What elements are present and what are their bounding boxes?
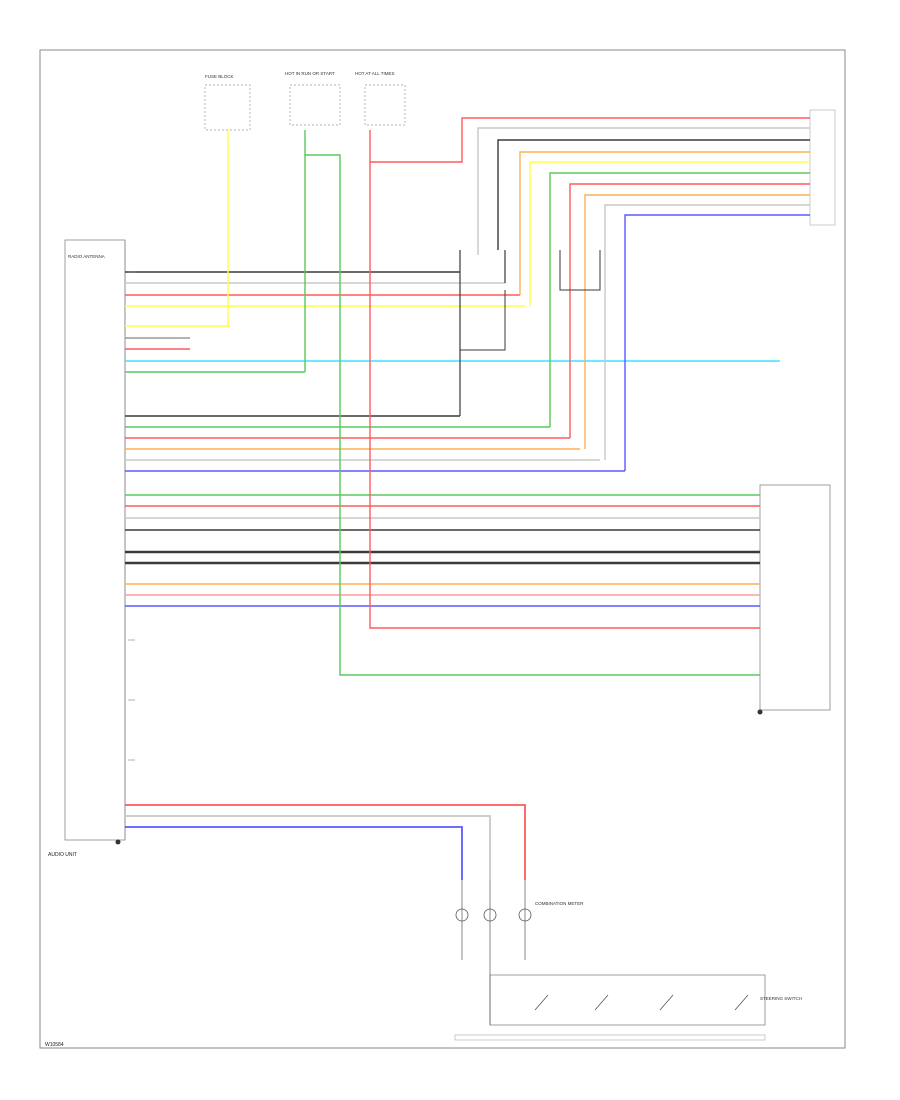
- combination-meter-label: COMBINATION METER: [535, 901, 584, 906]
- ground-icon: [115, 839, 121, 845]
- fuse-block-mid: [289, 84, 341, 126]
- fuse-label-3: HOT AT ALL TIMES: [355, 71, 395, 76]
- switch-terminal-2: [483, 908, 497, 922]
- steering-switch-box: [489, 974, 766, 1026]
- top-right-wires: [370, 117, 810, 471]
- upper-wire-bundle: [125, 271, 780, 373]
- middle-wire-bundle: [125, 415, 625, 472]
- top-right-connector: [809, 109, 836, 226]
- footer-code: W10584: [45, 1042, 64, 1048]
- switch-terminal-1: [455, 908, 469, 922]
- green-long-wire: [304, 130, 760, 676]
- audio-unit-box: [64, 239, 126, 841]
- radio-antenna-label: RADIO ANTENNA: [68, 254, 105, 259]
- audio-unit-label: AUDIO UNIT: [48, 852, 77, 858]
- fuse-label-2: HOT IN RUN OR START: [285, 71, 335, 76]
- steering-switch-wires: [125, 804, 526, 880]
- lower-wire-bundle: [125, 494, 760, 607]
- fuse-block-left: [204, 84, 251, 131]
- fuse-label-1: FUSE BLOCK: [205, 74, 234, 79]
- diagram-frame: [39, 49, 846, 1049]
- right-module-box: [759, 484, 831, 711]
- switch-terminal-3: [518, 908, 532, 922]
- switch-contacts: [534, 994, 749, 1011]
- pin-ticks: [128, 271, 135, 761]
- steering-switch-label: STEERING SWITCH: [760, 996, 802, 1001]
- fuse-block-right: [364, 84, 406, 126]
- red-long-wire: [369, 130, 760, 629]
